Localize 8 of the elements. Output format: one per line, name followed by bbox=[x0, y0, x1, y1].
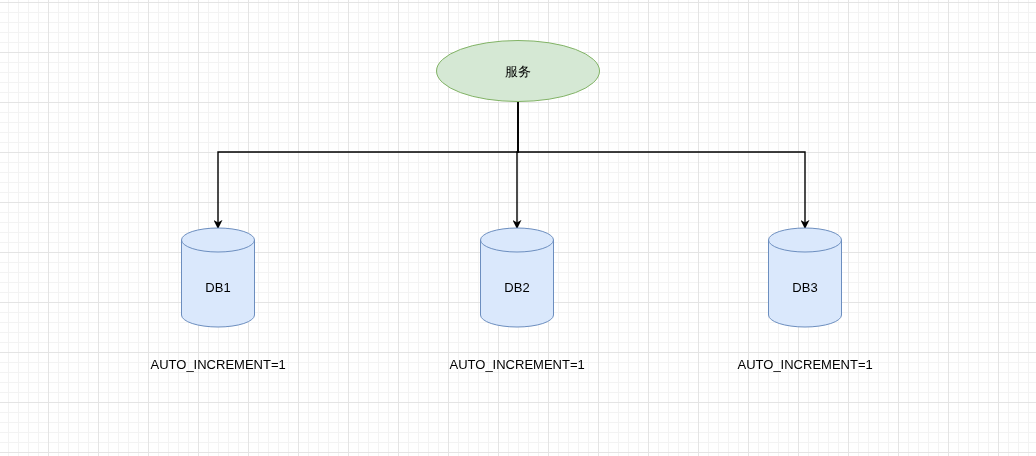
database-label: DB2 bbox=[504, 279, 530, 295]
arrow bbox=[517, 101, 810, 229]
caption-text: AUTO_INCREMENT=1 bbox=[737, 357, 873, 372]
service-label: 服务 bbox=[505, 63, 531, 81]
caption-text: AUTO_INCREMENT=1 bbox=[449, 357, 585, 372]
database-label: DB1 bbox=[205, 279, 231, 295]
caption-text: AUTO_INCREMENT=1 bbox=[150, 357, 286, 372]
database-label: DB3 bbox=[792, 279, 818, 295]
